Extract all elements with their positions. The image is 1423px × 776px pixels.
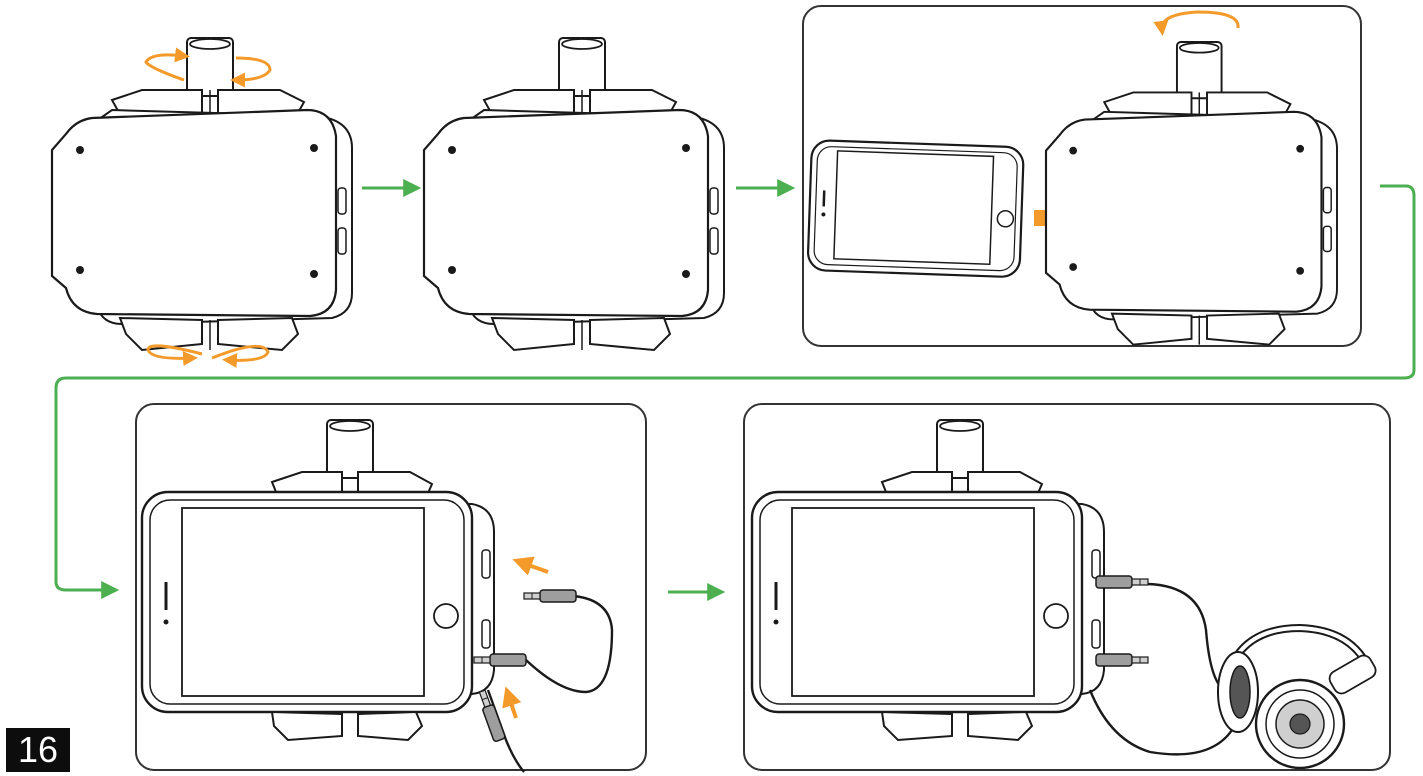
step-3	[803, 6, 1361, 346]
rotate-arrow-icon	[146, 55, 184, 80]
audio-cable	[1148, 584, 1224, 690]
mount-holder	[1046, 42, 1337, 345]
rotate-arrow-icon	[1162, 12, 1238, 30]
page-number: 16	[6, 728, 70, 772]
audio-plug-icon	[1096, 576, 1148, 588]
mount-with-phone	[142, 420, 494, 740]
plug-in-arrow-icon	[508, 694, 516, 718]
mount-with-phone	[752, 420, 1104, 740]
step-4	[136, 404, 646, 772]
step-1	[52, 38, 352, 360]
step-2	[424, 38, 724, 350]
rotate-arrow-icon	[236, 58, 270, 80]
audio-cable	[526, 596, 612, 692]
mount-holder	[52, 38, 352, 350]
plug-in-arrow-icon	[520, 562, 548, 572]
audio-plug-icon	[524, 590, 576, 602]
mount-holder	[424, 38, 724, 350]
smartphone	[807, 140, 1023, 277]
step-5	[744, 404, 1390, 770]
audio-cable	[1090, 690, 1232, 754]
headphones-icon	[1218, 628, 1379, 768]
audio-plug-icon	[1096, 654, 1148, 666]
